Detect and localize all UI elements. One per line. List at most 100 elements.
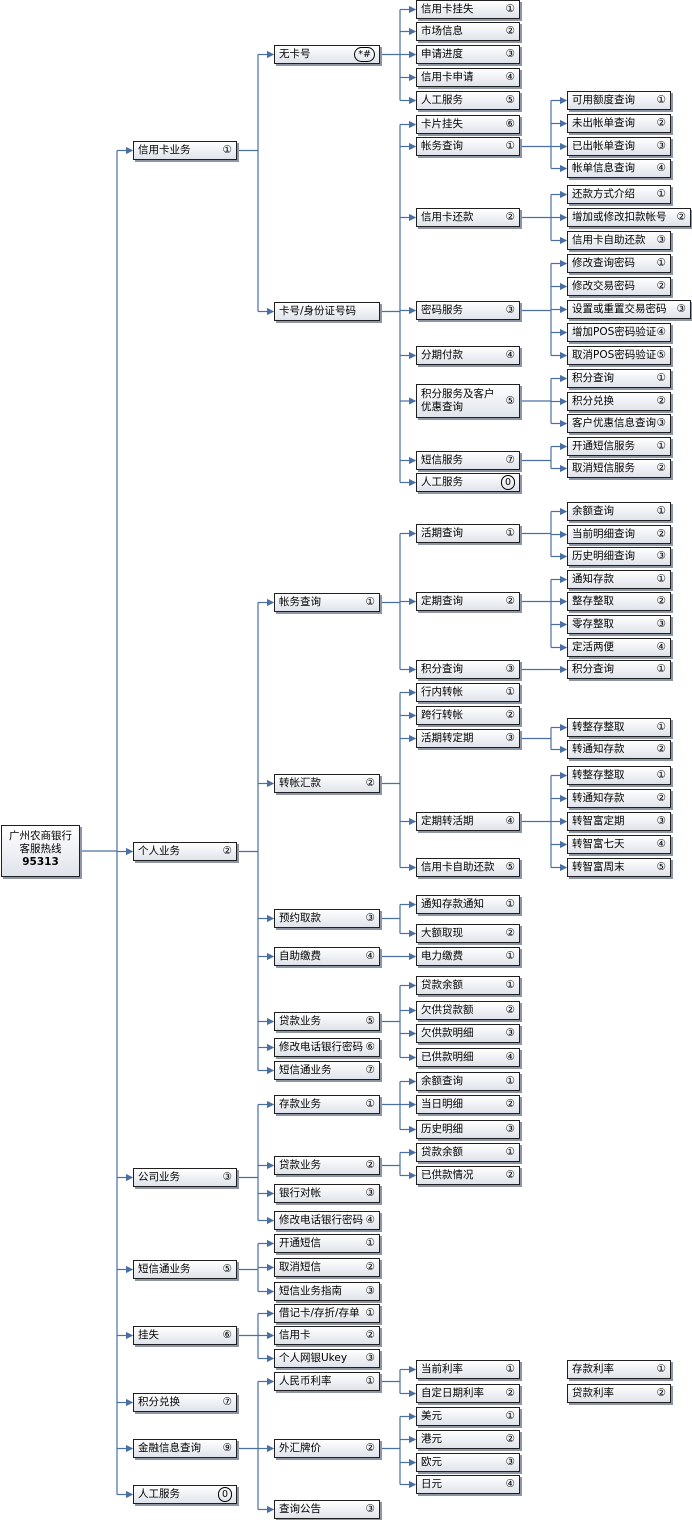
menu-node-key: ③: [656, 618, 666, 630]
menu-node-label: 设置或重置交易密码: [572, 303, 667, 315]
menu-node-nocard: 无卡号*#: [274, 45, 380, 64]
menu-node-key: ①: [505, 979, 515, 991]
menu-node-label: 跨行转帐: [421, 709, 463, 721]
menu-node-key: ②: [365, 1329, 375, 1341]
menu-node-key: ⑥: [505, 118, 515, 130]
menu-node-label: 公司业务: [138, 1171, 180, 1183]
menu-node-label: 贷款余额: [421, 1146, 463, 1158]
menu-node-label: 当前利率: [421, 1363, 463, 1375]
menu-node-label: 帐务查询: [279, 596, 321, 608]
menu-node-label: 还款方式介绍: [572, 188, 635, 200]
menu-node-key: ②: [656, 792, 666, 804]
menu-node-label: 增加或修改扣款帐号: [572, 211, 667, 223]
menu-node-label: 取消短信服务: [572, 462, 635, 474]
menu-node-label: 客户优惠信息查询: [572, 417, 656, 429]
menu-node-key: ③: [505, 663, 515, 675]
menu-node-label: 增加POS密码验证: [572, 326, 657, 338]
menu-node-key: ②: [656, 117, 666, 129]
menu-node-label: 短信通业务: [279, 1064, 332, 1076]
menu-node-key: ③: [505, 732, 515, 744]
menu-node-key: ④: [365, 950, 375, 962]
menu-node-key: ⑤: [656, 861, 666, 873]
menu-node-key: ①: [656, 94, 666, 106]
menu-node-key: ④: [505, 1051, 515, 1063]
menu-node-key: ②: [656, 1387, 666, 1399]
menu-node-key: ②: [656, 743, 666, 755]
menu-node-key: ①: [656, 1363, 666, 1375]
menu-node-key: ⑤: [505, 395, 515, 407]
menu-node-label: 定期查询: [421, 595, 463, 607]
menu-node-label: 预约取款: [279, 912, 321, 924]
menu-node-label: 取消短信: [279, 1261, 321, 1273]
menu-node-c2b: 未出帐单查询 ②: [567, 114, 671, 133]
menu-node-key: ⑤: [365, 1015, 375, 1027]
menu-node-key: ①: [365, 1307, 375, 1319]
menu-node-key: ①: [505, 686, 515, 698]
menu-node-key: ⑥: [222, 1329, 232, 1341]
menu-node-key: ②: [656, 528, 666, 540]
menu-node-key: ①: [656, 440, 666, 452]
menu-node-key: ⑦: [365, 1064, 375, 1076]
menu-node-label: 欧元: [421, 1456, 442, 1468]
menu-node-key: ②: [505, 709, 515, 721]
menu-node-label: 未出帐单查询: [572, 117, 635, 129]
menu-node-key: ②: [656, 595, 666, 607]
menu-node-key: ③: [222, 1171, 232, 1183]
menu-node-key: ③: [365, 1503, 375, 1515]
menu-node-label: 信用卡业务: [138, 144, 191, 156]
menu-node-label: 自助缴费: [279, 950, 321, 962]
menu-node-key: ④: [656, 838, 666, 850]
menu-node-label: 电力缴费: [421, 950, 463, 962]
menu-node-label: 申请进度: [421, 48, 463, 60]
menu-node-key: ③: [656, 550, 666, 562]
menu-node-key: ①: [505, 1363, 515, 1375]
menu-node-label: 短信业务指南: [279, 1285, 342, 1297]
menu-node-key: ③: [656, 234, 666, 246]
menu-node-key: ⑨: [222, 1442, 232, 1454]
menu-node-label: 欠供款明细: [421, 1027, 474, 1039]
menu-node-label: 人工服务: [138, 1488, 180, 1500]
menu-node-label: 当日明细: [421, 1098, 463, 1110]
menu-node-key: ⑦: [505, 454, 515, 466]
menu-node-key: ③: [505, 304, 515, 316]
menu-node-label: 帐务查询: [421, 140, 463, 152]
menu-node-key: ④: [505, 349, 515, 361]
menu-node-p4: 自助缴费 ④: [274, 947, 380, 966]
menu-node-label: 历史明细: [421, 1123, 463, 1135]
menu-node-label: 转整存整取: [572, 721, 625, 733]
menu-node-label: 定期转活期: [421, 815, 474, 827]
